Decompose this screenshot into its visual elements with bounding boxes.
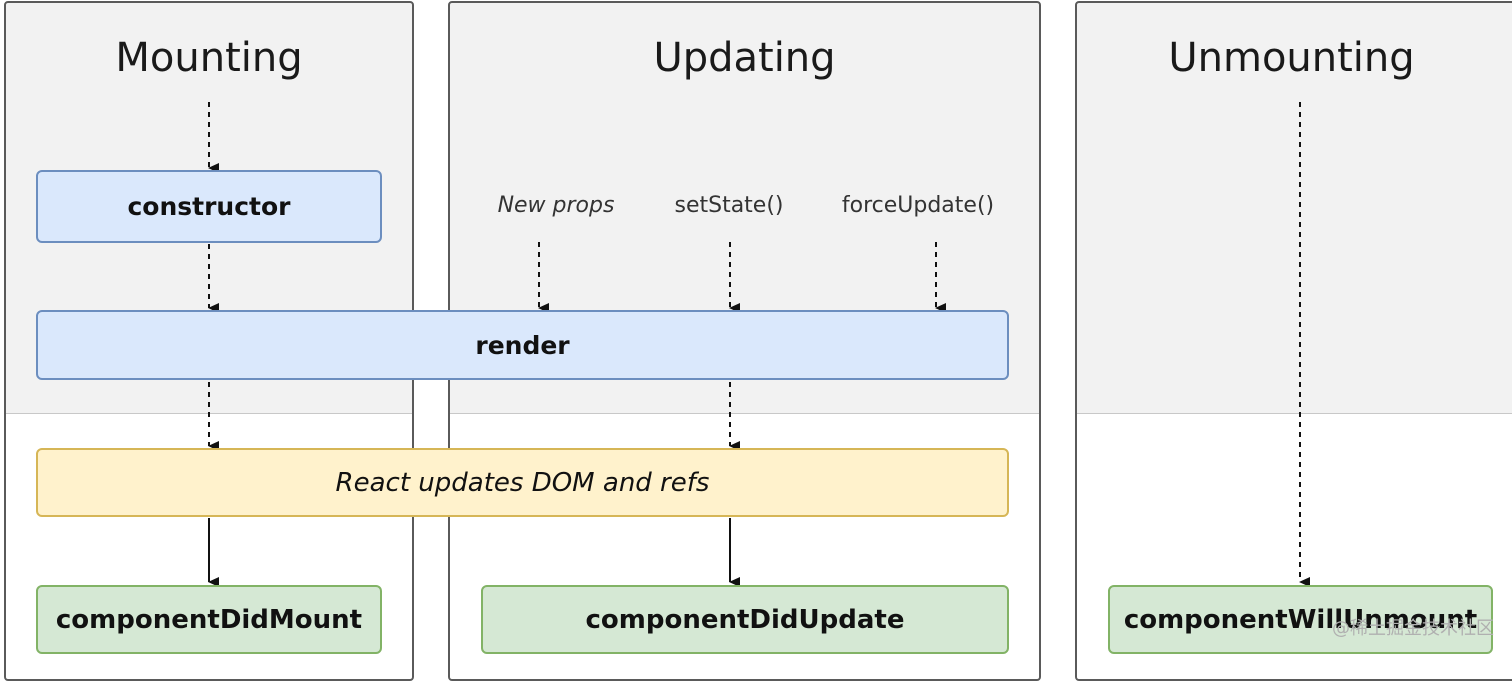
- render-node: render: [36, 310, 1009, 380]
- react-updates-node: React updates DOM and refs: [36, 448, 1009, 517]
- will-unmount-label: componentWillUnmount: [1123, 604, 1478, 635]
- render-label: render: [475, 330, 570, 360]
- updating-title: Updating: [653, 35, 836, 81]
- unmounting-column: Unmounting: [1075, 1, 1512, 681]
- did-mount-node: componentDidMount: [36, 585, 382, 654]
- trigger-set-state: setState(): [674, 193, 784, 218]
- did-update-node: componentDidUpdate: [481, 585, 1009, 654]
- constructor-label: constructor: [127, 192, 291, 221]
- mounting-title: Mounting: [115, 35, 303, 81]
- did-update-label: componentDidUpdate: [585, 604, 905, 635]
- trigger-new-props: New props: [497, 193, 615, 218]
- unmounting-title: Unmounting: [1168, 35, 1415, 81]
- constructor-node: constructor: [36, 170, 382, 243]
- react-updates-label: React updates DOM and refs: [335, 467, 710, 498]
- will-unmount-node: componentWillUnmount: [1108, 585, 1493, 654]
- did-mount-label: componentDidMount: [55, 604, 363, 635]
- flow-arrows: [208, 102, 1310, 587]
- watermark: @稀土掘金技术社区: [1332, 618, 1494, 639]
- trigger-force-update: forceUpdate(): [841, 193, 995, 218]
